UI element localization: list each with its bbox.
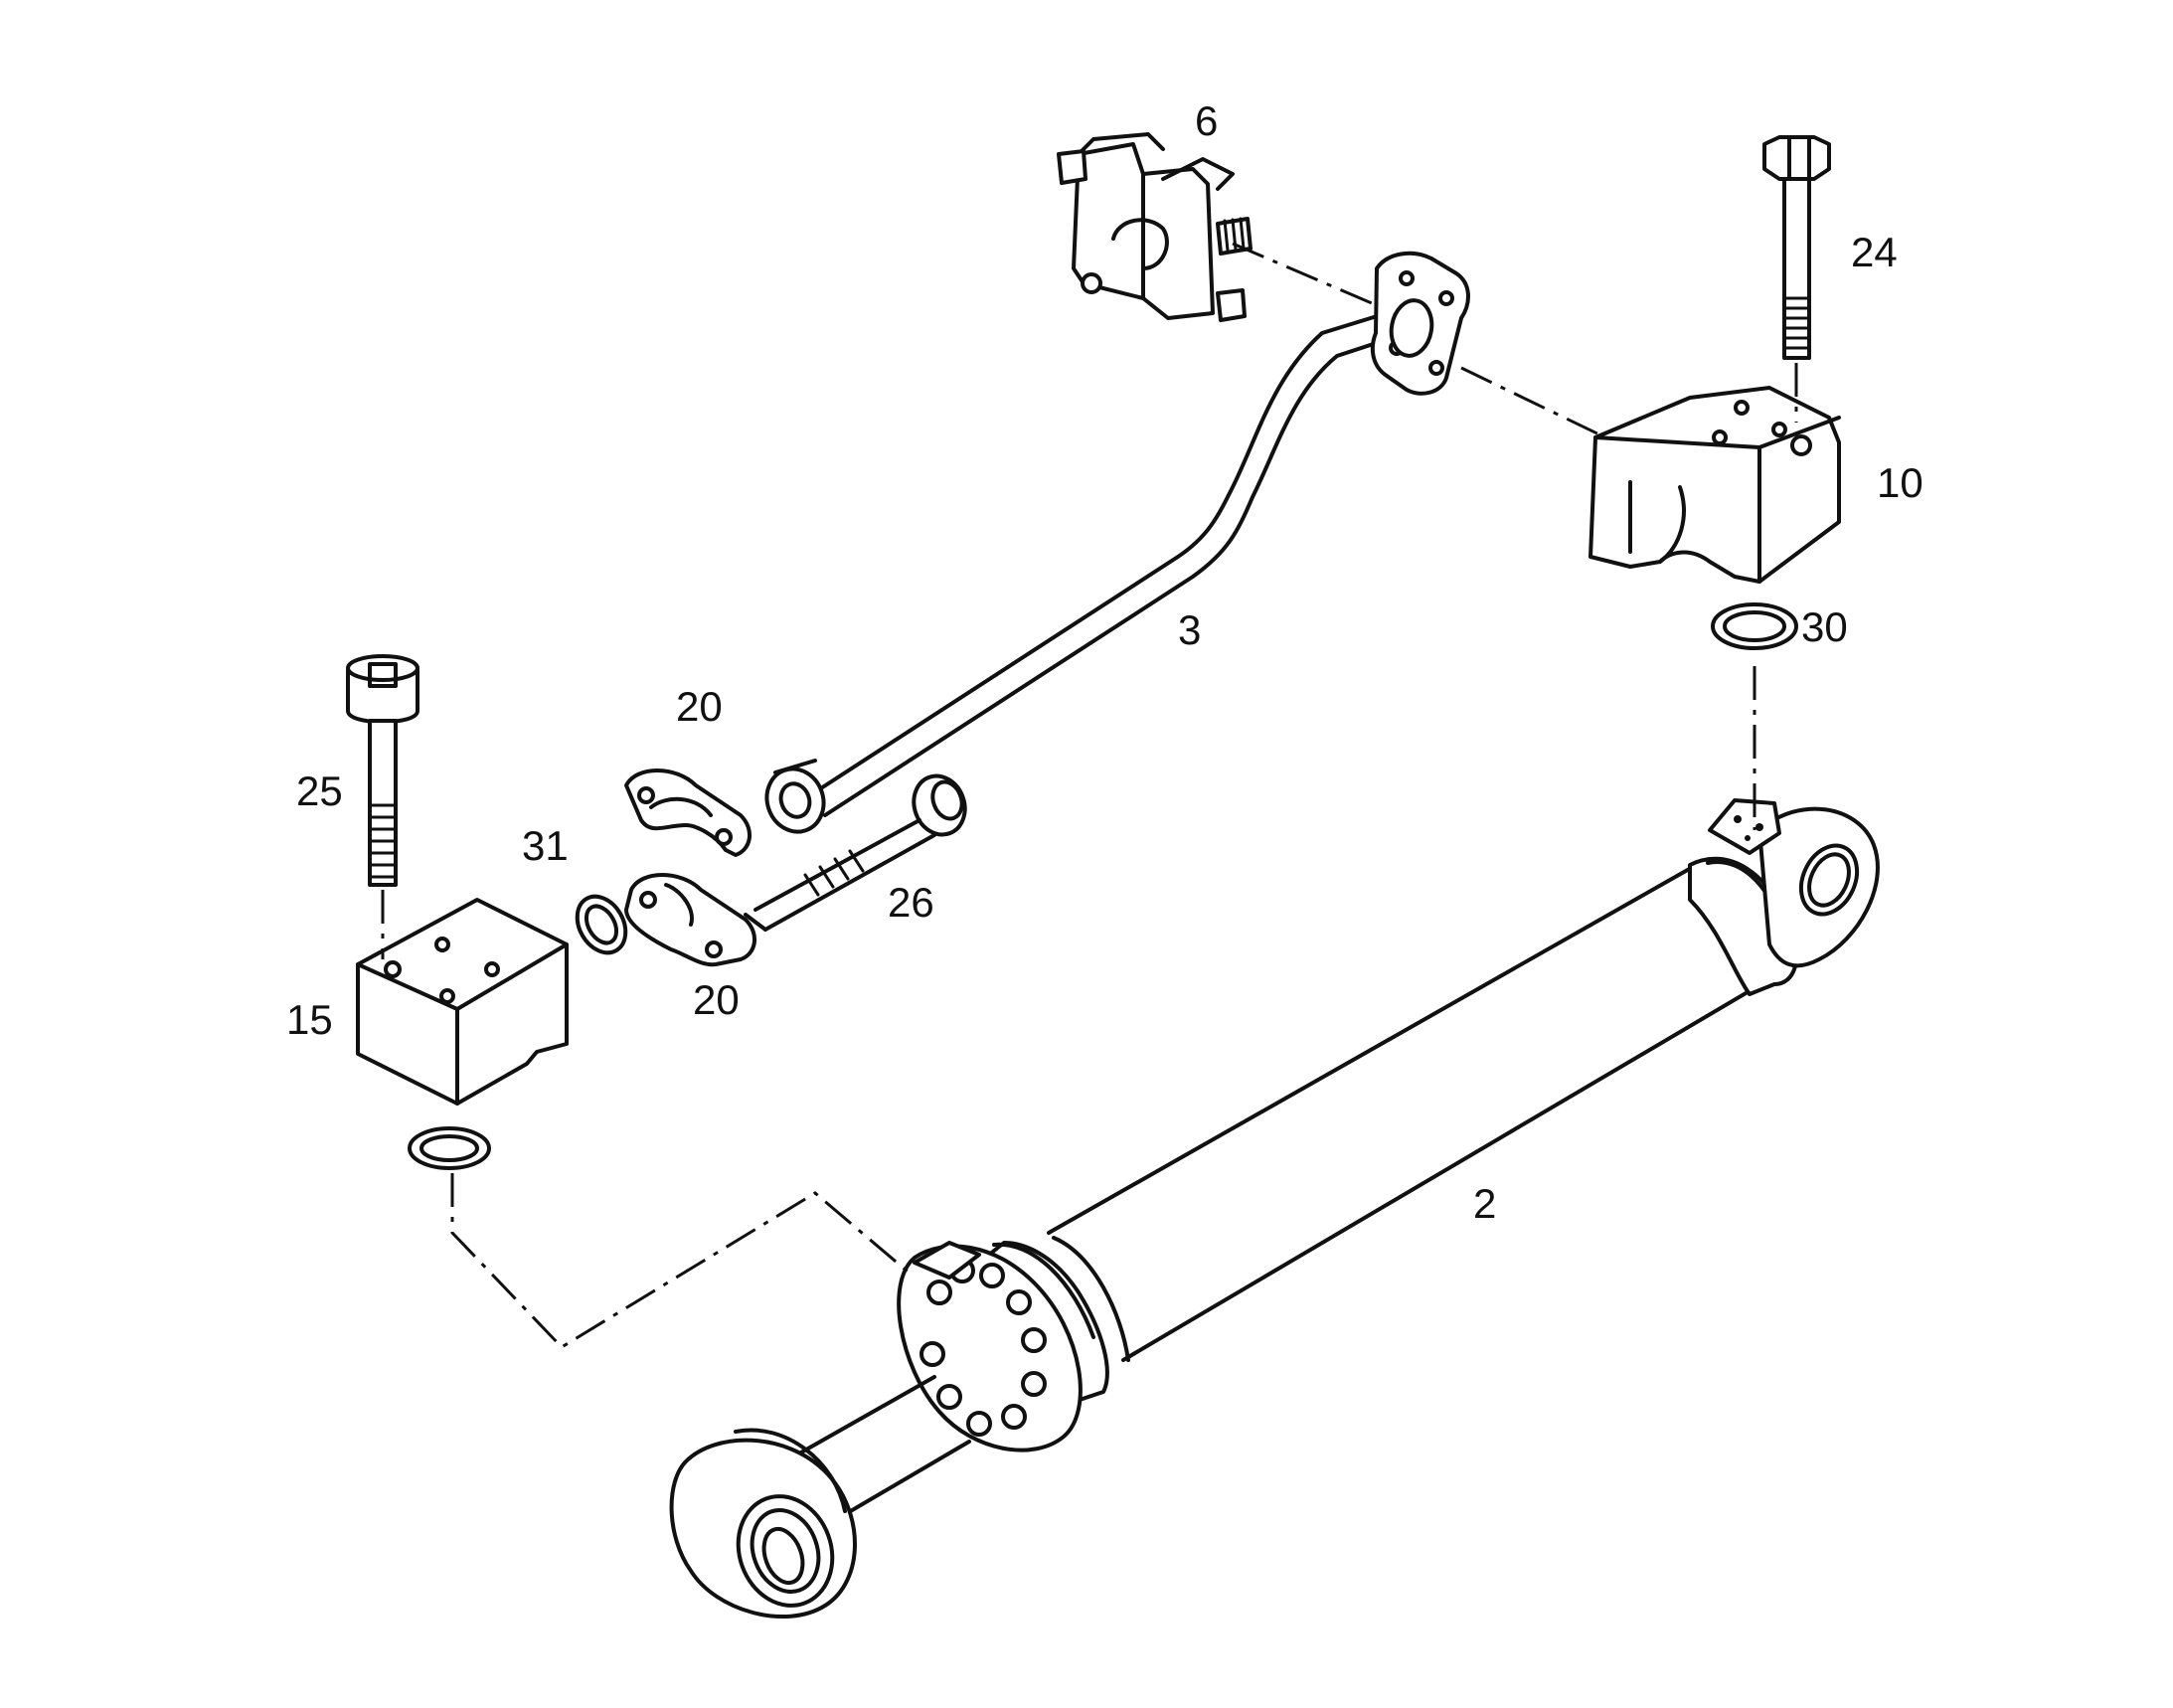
label-part-3: 3: [1178, 606, 1201, 653]
label-part-20-lower: 20: [693, 976, 740, 1023]
label-part-10: 10: [1877, 459, 1923, 506]
label-part-20-upper: 20: [676, 683, 723, 730]
mounting-block-lower: [356, 898, 569, 1106]
socket-bolt-25: [346, 654, 419, 887]
label-part-25: 25: [296, 768, 343, 814]
hydraulic-cylinder: [669, 798, 1880, 1620]
label-part-24: 24: [1851, 229, 1898, 275]
flange-half-lower: [624, 873, 756, 967]
label-part-31: 31: [522, 822, 569, 869]
socket-screw-26: [744, 773, 967, 932]
label-part-2: 2: [1473, 1180, 1496, 1227]
seal-ring-lower: [408, 1126, 491, 1170]
label-part-26: 26: [888, 879, 934, 926]
pipe-clamp: [1057, 132, 1253, 322]
label-part-15: 15: [286, 996, 333, 1043]
flange-half-upper: [624, 769, 752, 857]
o-ring-31: [575, 894, 628, 955]
assembly-centerlines: [381, 242, 1798, 1349]
label-part-6: 6: [1195, 97, 1218, 144]
seal-ring-30: [1711, 602, 1798, 650]
hydraulic-pipe: [764, 251, 1470, 834]
mounting-block-upper: [1588, 386, 1841, 584]
hex-bolt-24: [1762, 135, 1831, 360]
label-part-30: 30: [1801, 603, 1848, 650]
callout-labels: 6 24 10 30 3 20 25 31 26 20 15 2: [286, 97, 1923, 1227]
